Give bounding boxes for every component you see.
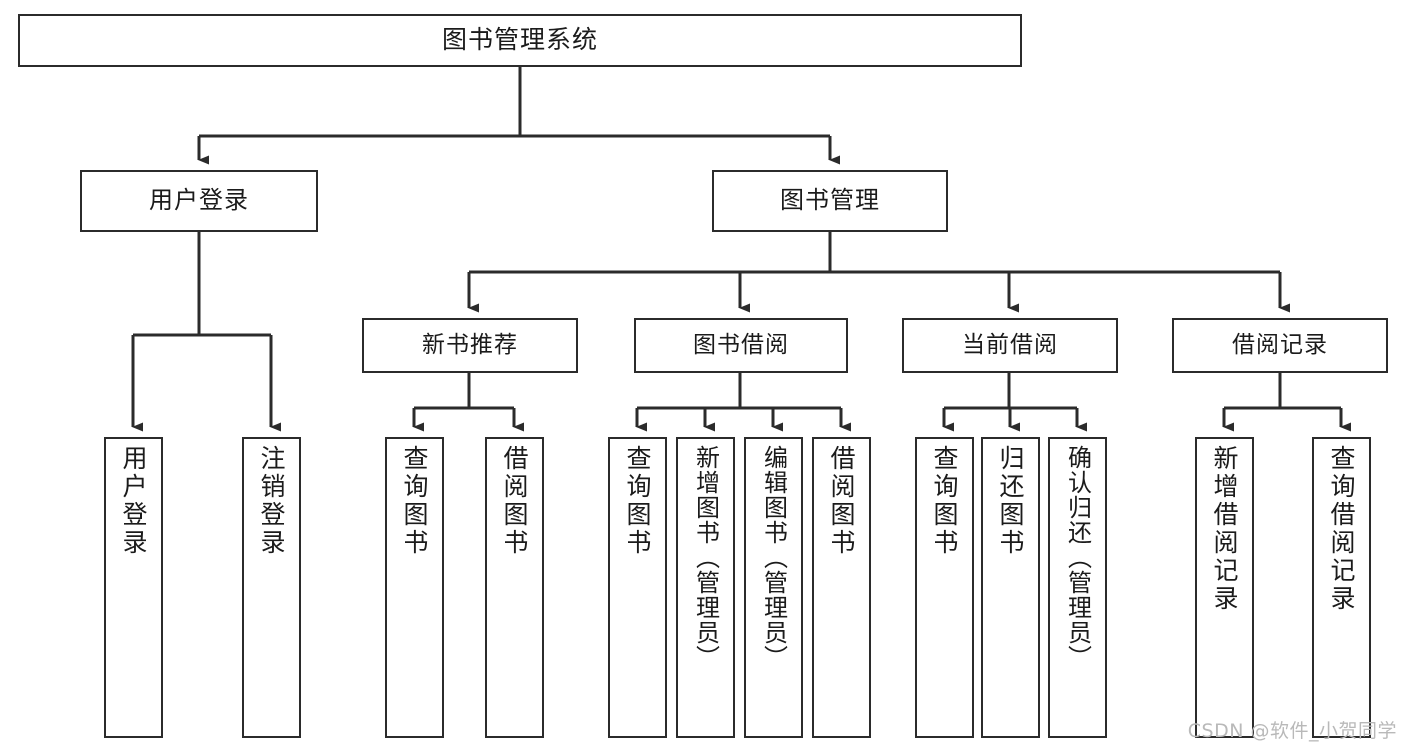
node-label: 图书借阅 bbox=[693, 332, 789, 359]
node-label: 图书管理 bbox=[780, 186, 880, 215]
node-root[interactable]: 图书管理系统 bbox=[18, 14, 1022, 67]
node-label: 注销登录 bbox=[257, 445, 286, 557]
node-label: 查询借阅记录 bbox=[1327, 445, 1356, 613]
node-level2-2[interactable]: 当前借阅 bbox=[902, 318, 1118, 373]
node-label: 归还图书 bbox=[996, 445, 1025, 557]
node-label: 编辑图书（管理员） bbox=[759, 445, 788, 670]
node-label: 当前借阅 bbox=[962, 332, 1058, 359]
node-label: 新增图书（管理员） bbox=[691, 445, 720, 670]
node-label: 用户登录 bbox=[149, 186, 249, 215]
node-label: 查询图书 bbox=[623, 445, 652, 557]
node-level2-0[interactable]: 新书推荐 bbox=[362, 318, 578, 373]
node-leaf-4[interactable]: 查询图书 bbox=[608, 437, 667, 738]
csdn-watermark: CSDN @软件_小贺同学 bbox=[1187, 720, 1397, 742]
node-label: 借阅图书 bbox=[827, 445, 856, 557]
node-leaf-0[interactable]: 用户登录 bbox=[104, 437, 163, 738]
node-leaf-5[interactable]: 新增图书（管理员） bbox=[676, 437, 735, 738]
node-label: 借阅记录 bbox=[1232, 332, 1328, 359]
node-leaf-8[interactable]: 查询图书 bbox=[915, 437, 974, 738]
node-label: 查询图书 bbox=[930, 445, 959, 557]
node-label: 借阅图书 bbox=[500, 445, 529, 557]
node-label: 用户登录 bbox=[119, 445, 148, 557]
node-level1-0[interactable]: 用户登录 bbox=[80, 170, 318, 232]
node-leaf-1[interactable]: 注销登录 bbox=[242, 437, 301, 738]
node-leaf-2[interactable]: 查询图书 bbox=[385, 437, 444, 738]
node-level1-1[interactable]: 图书管理 bbox=[712, 170, 948, 232]
node-leaf-10[interactable]: 确认归还（管理员） bbox=[1048, 437, 1107, 738]
node-label: 新书推荐 bbox=[422, 332, 518, 359]
node-level2-3[interactable]: 借阅记录 bbox=[1172, 318, 1388, 373]
node-leaf-6[interactable]: 编辑图书（管理员） bbox=[744, 437, 803, 738]
node-label: 确认归还（管理员） bbox=[1063, 445, 1092, 670]
node-leaf-7[interactable]: 借阅图书 bbox=[812, 437, 871, 738]
node-leaf-11[interactable]: 新增借阅记录 bbox=[1195, 437, 1254, 738]
node-label: 图书管理系统 bbox=[441, 25, 598, 55]
node-label: 新增借阅记录 bbox=[1210, 445, 1239, 613]
node-label: 查询图书 bbox=[400, 445, 429, 557]
node-leaf-12[interactable]: 查询借阅记录 bbox=[1312, 437, 1371, 738]
node-leaf-3[interactable]: 借阅图书 bbox=[485, 437, 544, 738]
node-leaf-9[interactable]: 归还图书 bbox=[981, 437, 1040, 738]
node-level2-1[interactable]: 图书借阅 bbox=[634, 318, 848, 373]
